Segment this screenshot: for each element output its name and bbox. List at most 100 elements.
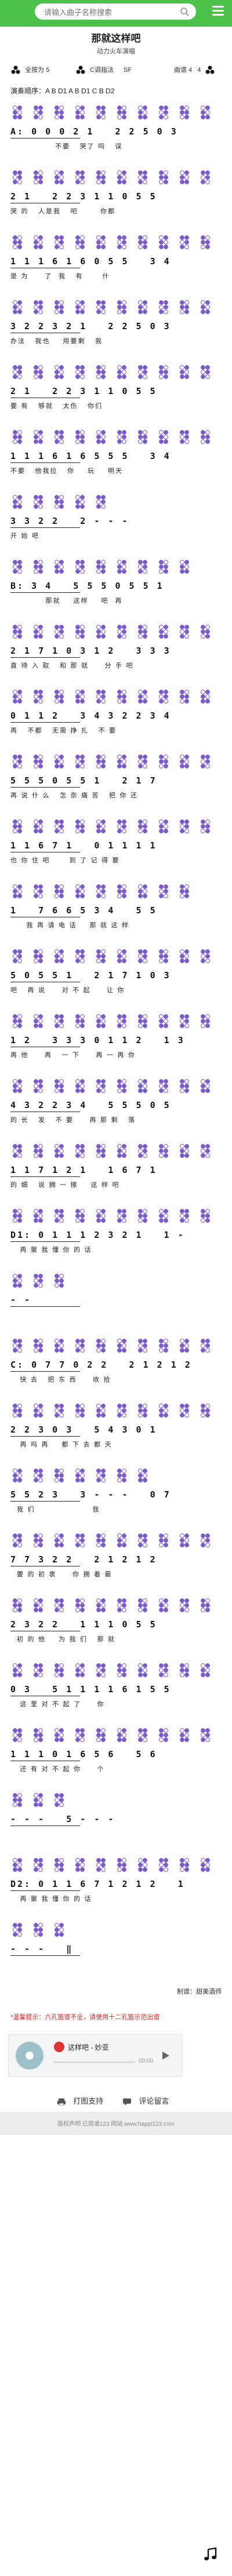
fingering-icon	[55, 690, 64, 704]
fingering-icon	[180, 690, 189, 704]
fingering-icon	[117, 560, 126, 574]
notation-lyrics: 我 们 我	[10, 1506, 100, 1513]
fingering-icon	[55, 755, 64, 768]
notation-lyrics: 的 细 说 拥 一 擦 这 样 吧	[10, 1181, 120, 1189]
notation-lyrics: 吧 再 说 对 不 起 让 你	[10, 986, 125, 994]
notation-notes: 5 5 5 0 5 5 1 2 1 7	[10, 775, 157, 786]
fingering-icon	[34, 300, 43, 314]
fingering-icon	[34, 430, 43, 444]
fingering-icon	[34, 1274, 43, 1288]
fingering-icon	[55, 365, 64, 379]
fingering-icon	[180, 1339, 189, 1353]
fingering-icon	[180, 949, 189, 963]
fingering-icon	[55, 105, 64, 119]
fingering-row	[10, 102, 220, 123]
notation-lyrics: 那就 这样 吧 再	[10, 597, 132, 604]
fingering-icon	[55, 1014, 64, 1028]
warning-text: *温馨提示：六孔笛谱不全，请使用十二孔笛示范出谱	[10, 2014, 160, 2021]
fingering-icon	[75, 105, 85, 119]
progress-bar[interactable]	[54, 2061, 135, 2063]
print-button[interactable]: 打图支持	[57, 2095, 110, 2106]
notation-notes: 2 1 2 2 3 1 1 0 5 5	[10, 191, 157, 202]
fingering-icon	[75, 1209, 85, 1223]
fingering-icon	[201, 1663, 210, 1677]
fingering-icon	[138, 430, 147, 444]
player-time: 00:00	[139, 2058, 154, 2064]
beat-underline	[10, 657, 80, 658]
fingering-icon	[75, 170, 85, 184]
menu-icon[interactable]	[212, 6, 224, 16]
fingering-icon	[34, 755, 43, 768]
beat-underline	[10, 462, 80, 463]
fingering-icon	[75, 690, 85, 704]
footer-bar	[0, 2112, 232, 2135]
fingering-icon	[180, 884, 189, 898]
fingering-icon	[75, 1014, 85, 1028]
fingering-row	[10, 946, 220, 967]
fingering-icon	[34, 1533, 43, 1547]
notation-lyrics: 直 待 入 取 和 那 就 分 手 吧	[10, 662, 134, 669]
fingering-icon	[55, 884, 64, 898]
notation-notes: - -	[10, 1295, 32, 1305]
search-icon[interactable]	[180, 7, 189, 16]
fingering-icon	[201, 755, 210, 768]
fingering-icon	[180, 105, 189, 119]
fingering-icon	[55, 1728, 64, 1742]
fingering-icon	[96, 1598, 106, 1612]
fingering-icon	[138, 1339, 147, 1353]
fingering-icon	[138, 1533, 147, 1547]
notation-notes: 5 5 2 3 3 - - - 0 7	[10, 1489, 171, 1500]
beat-underline	[10, 1241, 80, 1242]
flute-hole-icon	[205, 65, 215, 74]
key-label: 全按为 5	[25, 67, 50, 74]
notation-notes: D1: 0 1 1 1 2 3 2 1 1 -	[10, 1230, 185, 1240]
fingering-icon	[96, 430, 106, 444]
fingering-icon	[201, 1339, 210, 1353]
printer-icon	[57, 2098, 66, 2106]
fingering-icon	[55, 430, 64, 444]
fingering-icon	[138, 170, 147, 184]
notation-lyrics: 的 长 发 不 要 再 那 剩 落	[10, 1116, 136, 1124]
music-player: 这样吧 - 妙亚 00:00	[8, 2034, 182, 2077]
beat-underline	[10, 592, 80, 593]
fingering-icon	[180, 1144, 189, 1158]
fingering-icon	[117, 1858, 126, 1872]
fingering-icon	[75, 1404, 85, 1418]
fingering-icon	[34, 1339, 43, 1353]
fingering-icon	[34, 1598, 43, 1612]
notation-lyrics: 要 的 初 衷 你 拥 着 最	[10, 1571, 113, 1578]
fingering-row	[10, 1400, 220, 1421]
fingering-icon	[117, 170, 126, 184]
fingering-row	[10, 1660, 220, 1681]
notation-notes: 3 2 2 3 2 1 2 2 5 0 3	[10, 321, 171, 331]
fingering-icon	[180, 1404, 189, 1418]
fingering-icon	[201, 1728, 210, 1742]
fingering-row	[10, 1595, 220, 1616]
fingering-icon	[55, 1144, 64, 1158]
fingering-row	[10, 881, 220, 902]
fingering-icon	[159, 430, 168, 444]
comment-button[interactable]: 评论留言	[122, 2095, 175, 2106]
fingering-icon	[201, 1079, 210, 1093]
fingering-icon	[34, 625, 43, 639]
notation-lyrics: 不要 他我拉 你 玩 明天	[10, 467, 123, 475]
fingering-icon	[201, 690, 210, 704]
search-box[interactable]	[35, 3, 196, 20]
play-icon[interactable]	[160, 2050, 171, 2061]
search-input[interactable]	[43, 6, 173, 19]
beat-underline	[10, 722, 80, 723]
fingering-icon	[34, 949, 43, 963]
notation-lyrics: 初 的 他 为 我 们 那 就	[10, 1635, 115, 1643]
fingering-icon	[34, 365, 43, 379]
notation-notes: 3 3 2 2 2 - - -	[10, 516, 129, 526]
beat-underline	[10, 1955, 80, 1956]
fingering-icon	[201, 105, 210, 119]
fingering-icon	[55, 1274, 64, 1288]
fingering-icon	[13, 430, 22, 444]
fingering-icon	[138, 235, 147, 249]
fingering-icon	[180, 1663, 189, 1677]
music-note-icon[interactable]	[203, 2547, 218, 2562]
fingering-icon	[34, 495, 43, 509]
fingering-row	[10, 1335, 220, 1356]
fingering-icon	[138, 1144, 147, 1158]
